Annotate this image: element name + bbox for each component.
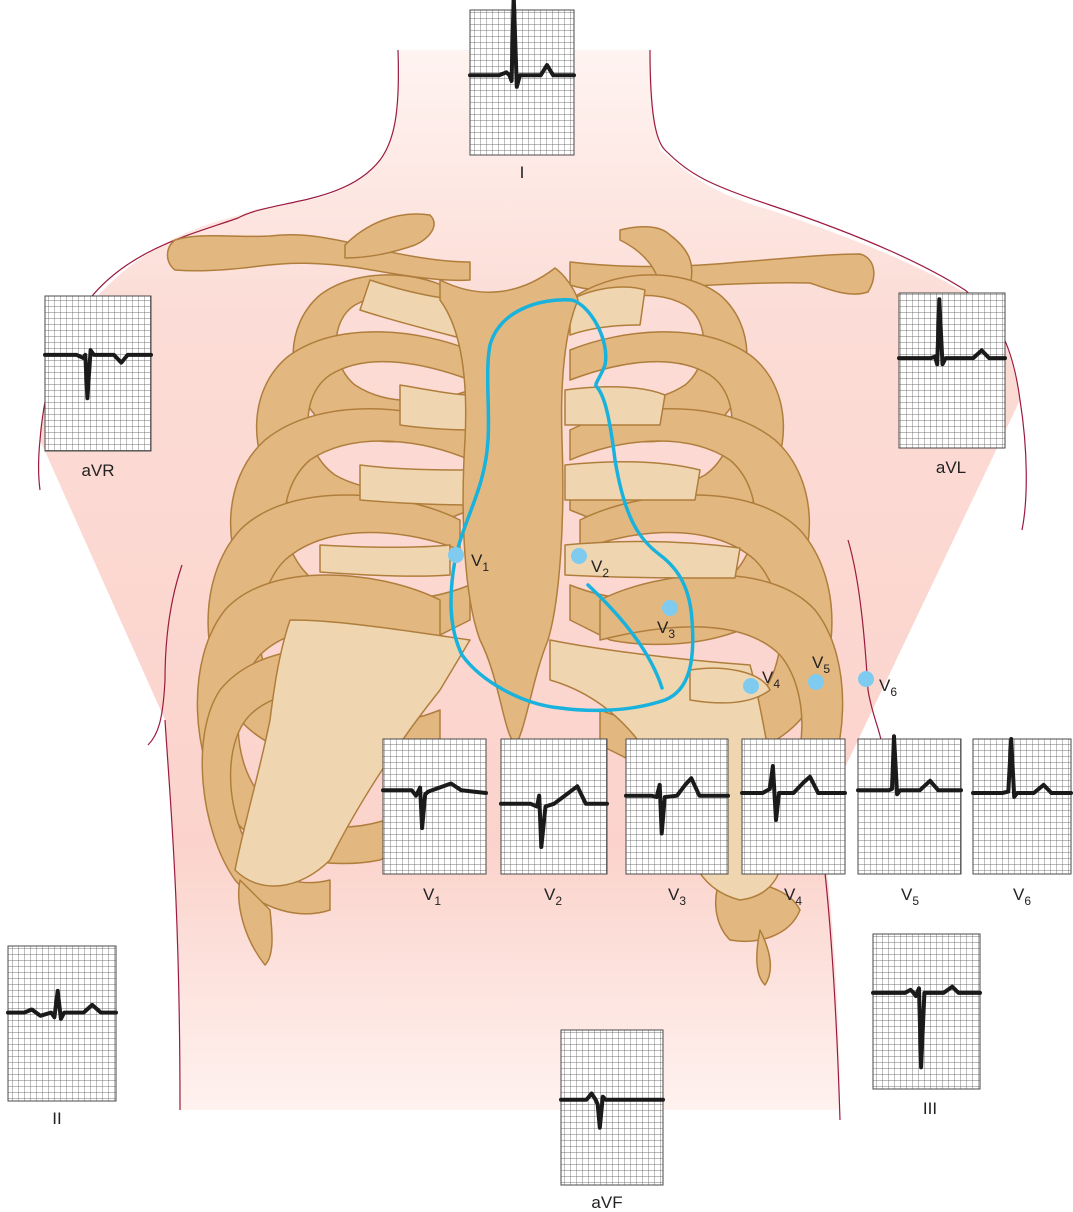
ecg-grid-V2 bbox=[501, 739, 607, 874]
strip-III: III bbox=[873, 934, 980, 1118]
ecg-grid-V1 bbox=[383, 739, 486, 874]
ecg-grid-V3 bbox=[626, 739, 728, 874]
electrode-dot-V3 bbox=[662, 600, 678, 616]
ecg-grid-V5 bbox=[858, 739, 961, 874]
lead-label-aVL: aVL bbox=[936, 458, 966, 477]
electrode-label-V6: V6 bbox=[879, 676, 897, 699]
lead-label-III: III bbox=[923, 1099, 937, 1118]
ecg-grid-aVR bbox=[45, 296, 151, 451]
strip-V5: V5 bbox=[858, 736, 961, 908]
lead-label-aVF: aVF bbox=[591, 1193, 622, 1212]
ecg-grid-V6 bbox=[973, 739, 1071, 874]
ecg-grid-I bbox=[470, 10, 574, 155]
lead-label-aVR: aVR bbox=[81, 461, 114, 480]
ecg-grid-II bbox=[8, 946, 116, 1101]
electrode-dot-V2 bbox=[571, 548, 587, 564]
ecg-grid-III bbox=[873, 934, 980, 1089]
lead-label-V6: V6 bbox=[1013, 885, 1031, 908]
electrode-dot-V6 bbox=[858, 671, 874, 687]
ecg-grid-aVF bbox=[561, 1030, 663, 1185]
lead-label-II: II bbox=[52, 1109, 61, 1128]
ecg-grid-aVL bbox=[899, 293, 1005, 448]
electrode-dot-V1 bbox=[448, 547, 464, 563]
lead-label-V5: V5 bbox=[901, 885, 919, 908]
strip-II: II bbox=[8, 946, 116, 1128]
strip-aVF: aVF bbox=[561, 1030, 663, 1212]
lead-label-I: I bbox=[520, 163, 525, 182]
electrode-dot-V4 bbox=[743, 678, 759, 694]
strip-I: I bbox=[470, 0, 574, 182]
ecg-grid-V4 bbox=[742, 739, 845, 874]
electrode-dot-V5 bbox=[808, 674, 824, 690]
strip-V6: V6 bbox=[973, 739, 1071, 908]
